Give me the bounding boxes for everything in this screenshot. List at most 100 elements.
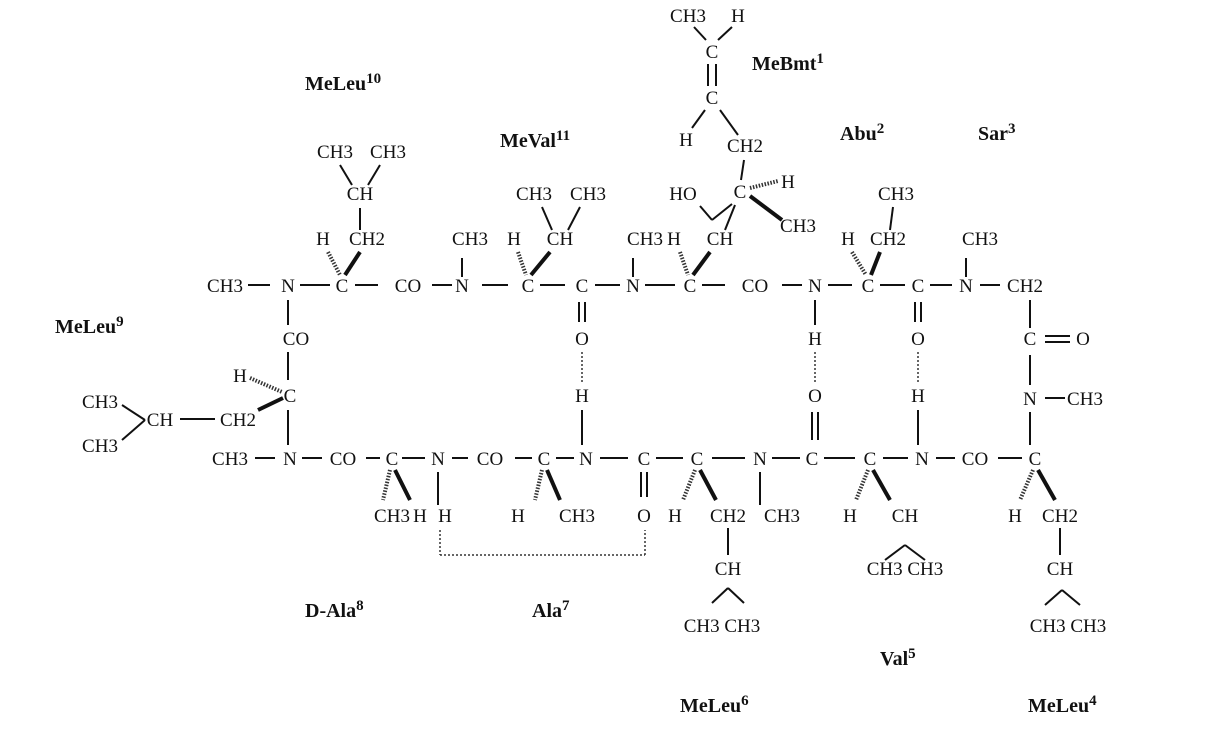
atom-label: C (706, 88, 719, 109)
residue-number: 9 (116, 314, 124, 330)
residue-label: Ala7 (532, 598, 570, 622)
residue-name: Ala (532, 600, 562, 622)
hashed-bond (749, 179, 779, 190)
atom-label: CH3 (516, 184, 552, 205)
bond (711, 587, 729, 604)
bond (541, 206, 553, 231)
residue-name: MeBmt (752, 53, 817, 75)
atom-label: CH3 (627, 229, 663, 250)
hashed-bond (516, 251, 528, 276)
atom-label: CH2 (1007, 276, 1043, 297)
wedge-bond (393, 469, 412, 501)
atom-label: N (1023, 389, 1037, 410)
atom-label: CH2 (870, 229, 906, 250)
atom-label: O (808, 386, 822, 407)
wedge-bond (691, 250, 712, 277)
atom-label: CH (707, 229, 734, 250)
atom-label: C (1029, 449, 1042, 470)
atom-label: CH3 CH3 (1030, 616, 1107, 637)
atom-label: C (638, 449, 651, 470)
atom-label: CO (330, 449, 356, 470)
atom-label: CH3 (82, 436, 118, 457)
residue-label: D-Ala8 (305, 598, 364, 622)
atom-label: H (781, 172, 795, 193)
residue-label: Sar3 (978, 121, 1016, 145)
residue-label: MeLeu10 (305, 71, 381, 95)
hashed-bond (326, 251, 342, 276)
bonds (121, 26, 1081, 606)
atom-label: CH2 (349, 229, 385, 250)
bond (740, 159, 745, 181)
bond (727, 587, 745, 604)
residue-number: 3 (1008, 121, 1016, 137)
atom-label: CH3 (1067, 389, 1103, 410)
atom-label: CH3 (370, 142, 406, 163)
bond (567, 206, 581, 231)
bond (367, 164, 381, 186)
atom-label: CH3 (207, 276, 243, 297)
residue-label: MeLeu6 (680, 693, 749, 717)
atom-label: C (862, 276, 875, 297)
atom-label: H (316, 229, 330, 250)
atom-label: CH3 CH3 (867, 559, 944, 580)
atom-label: C (1024, 329, 1037, 350)
atom-label: N (281, 276, 295, 297)
hashed-bond (1018, 469, 1035, 501)
atom-label: H (841, 229, 855, 250)
atom-label: CH (892, 506, 919, 527)
atom-label: CH3 (878, 184, 914, 205)
atom-label: C (734, 182, 747, 203)
bond (711, 203, 733, 221)
wedge-bond (869, 251, 882, 276)
residue-label: Abu2 (840, 121, 884, 145)
residue-number: 7 (562, 598, 570, 614)
hashed-bond (381, 469, 392, 501)
atom-label: C (691, 449, 704, 470)
atom-label: C (684, 276, 697, 297)
bond (699, 205, 713, 221)
atom-label: H (413, 506, 427, 527)
atom-label: N (283, 449, 297, 470)
atom-label: CO (283, 329, 309, 350)
atom-label: CO (742, 276, 768, 297)
residue-number: 11 (556, 128, 570, 144)
atom-label: CH3 (780, 216, 816, 237)
atom-label: CH2 (710, 506, 746, 527)
atom-label: H (438, 506, 452, 527)
residue-number: 8 (356, 598, 364, 614)
wedge-bond (257, 396, 284, 412)
atom-label: N (626, 276, 640, 297)
atom-label: C (806, 449, 819, 470)
atom-label: CH (547, 229, 574, 250)
atom-label: O (911, 329, 925, 350)
atom-label: CH3 (764, 506, 800, 527)
hashed-bond (681, 469, 697, 501)
wedge-bond (698, 469, 718, 501)
residue-name: MeLeu (305, 73, 366, 95)
atom-label: CH3 (670, 6, 706, 27)
atom-label: O (637, 506, 651, 527)
atom-label: CO (962, 449, 988, 470)
atom-label: CH3 (559, 506, 595, 527)
residue-number: 4 (1089, 693, 1097, 709)
bond (1061, 589, 1081, 606)
residue-name: MeLeu (680, 695, 741, 717)
atom-label: CH3 (452, 229, 488, 250)
atom-label: CH3 (374, 506, 410, 527)
atom-label: CH (347, 184, 374, 205)
residue-name: MeLeu (55, 316, 116, 338)
atom-label: H (843, 506, 857, 527)
atom-label: CH3 CH3 (684, 616, 761, 637)
atom-label: CO (477, 449, 503, 470)
atom-label: N (959, 276, 973, 297)
residue-number: 2 (877, 121, 885, 137)
atom-label: CH3 (82, 392, 118, 413)
atom-label: O (1076, 329, 1090, 350)
hashed-bond (249, 376, 283, 394)
atom-label: O (575, 329, 589, 350)
atom-label: CH2 (1042, 506, 1078, 527)
atom-label: H (511, 506, 525, 527)
atom-label: C (912, 276, 925, 297)
